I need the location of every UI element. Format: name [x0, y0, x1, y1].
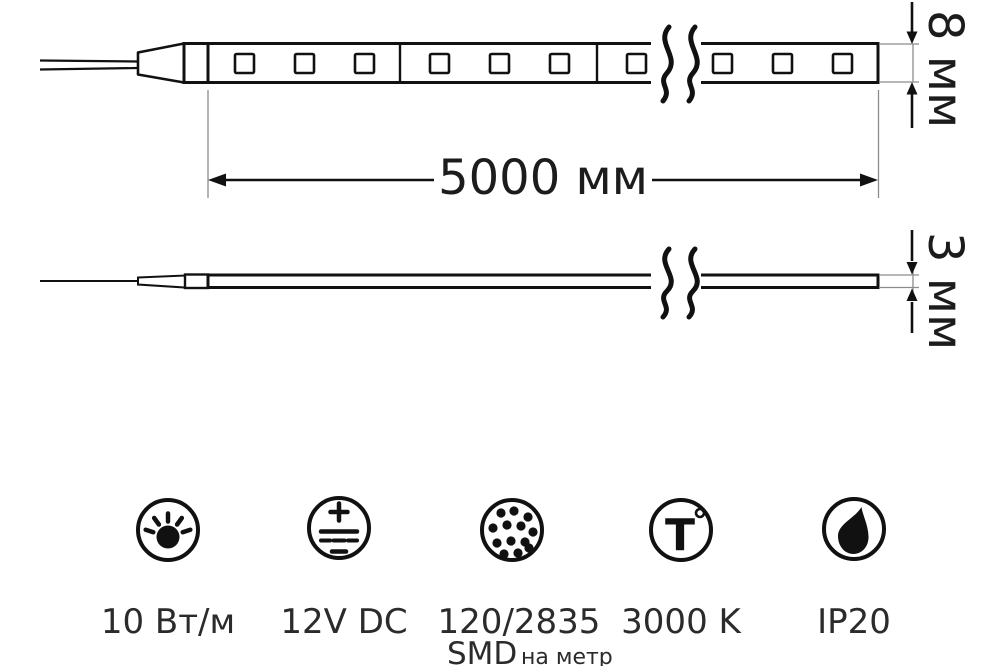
thickness-dimension-label: 3 мм: [917, 232, 973, 350]
color-temperature-icon: T: [649, 498, 713, 562]
spec-voltage-label: 12V DC: [280, 602, 407, 642]
width-dimension-label: 8 мм: [917, 10, 973, 128]
led-chip: [625, 52, 648, 75]
strip-body: [206, 42, 880, 84]
power-wires: [39, 59, 139, 71]
spec-ip-rating-label: IP20: [817, 602, 891, 642]
dimension-length-5000mm: 5000 мм: [207, 90, 880, 206]
strip-break-icon: [651, 24, 701, 104]
led-chip: [428, 52, 451, 75]
wire-connector-side: [137, 274, 186, 289]
dimension-arrows: [906, 230, 918, 333]
dimension-thickness-3mm: 3 мм: [880, 230, 973, 350]
led-chip: [771, 52, 794, 75]
length-dimension-label: 5000 мм: [438, 150, 648, 206]
dimension-arrows: [906, 2, 918, 128]
spec-color-temperature-label: 3000 K: [621, 602, 742, 642]
strip-body-side: [206, 273, 880, 289]
led-chips: [233, 52, 854, 75]
led-chip: [353, 52, 376, 75]
spec-icons-row: 10 Вт/м 12V DC: [101, 496, 891, 666]
smd-led-matrix-icon: [480, 498, 544, 562]
extension-lines: [880, 271, 919, 292]
spec-power: 10 Вт/м: [101, 498, 235, 642]
led-chip: [233, 52, 256, 75]
spec-voltage: 12V DC: [280, 496, 408, 642]
strip-end-cap-side: [183, 273, 210, 290]
spec-led-density: 120/2835 SMD на метр: [438, 498, 613, 666]
strip-break-icon: [651, 246, 701, 320]
spec-led-density-label: 120/2835: [438, 602, 601, 642]
spec-power-label: 10 Вт/м: [101, 602, 235, 642]
water-drop-icon: [822, 497, 886, 561]
light-power-icon: [136, 498, 200, 562]
extension-lines: [880, 43, 919, 83]
dimension-width-8mm: 8 мм: [880, 2, 973, 128]
wire-connector: [136, 42, 186, 84]
led-chip: [711, 52, 734, 75]
spec-led-type-note: на метр: [521, 645, 613, 666]
spec-color-temperature: T 3000 K: [621, 498, 743, 642]
temperature-symbol: T: [665, 510, 695, 561]
spec-ip-rating: IP20: [817, 497, 891, 642]
dc-voltage-icon: [307, 496, 371, 560]
strip-end-cap: [182, 42, 210, 84]
led-chip: [548, 52, 571, 75]
spec-led-type-label: SMD: [447, 636, 517, 666]
strip-top-view: [39, 24, 880, 104]
led-chip: [831, 52, 854, 75]
led-chip: [488, 52, 511, 75]
dimension-arrows: [208, 173, 878, 187]
led-chip: [293, 52, 316, 75]
strip-side-view: [40, 246, 880, 320]
